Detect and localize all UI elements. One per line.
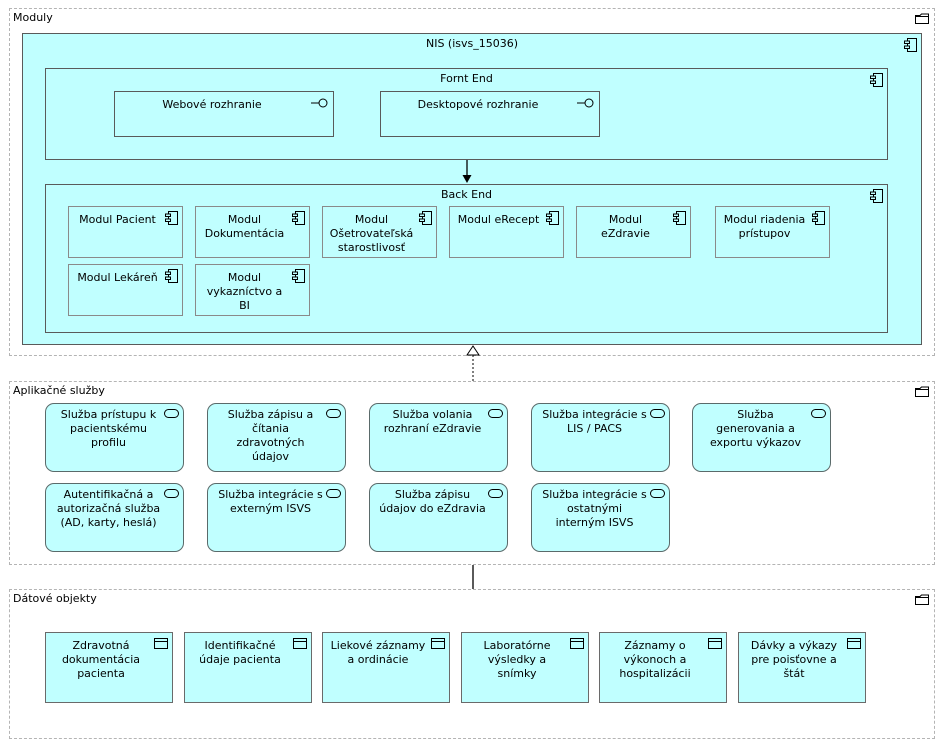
service-label: Služba volania rozhraní eZdravie [383, 408, 482, 435]
module-label: Modul eZdravie [601, 213, 650, 240]
data-object-zdravotna-dokumentacia[interactable]: Zdravotná dokumentácia pacienta [45, 632, 173, 703]
module-lekaren[interactable]: Modul Lekáreň [68, 264, 183, 316]
data-object-icon [293, 638, 307, 649]
module-riadenia-pristupov[interactable]: Modul riadenia prístupov [715, 206, 830, 258]
group-label-moduly: Moduly [13, 11, 53, 24]
flow-arrow [462, 160, 472, 183]
service-icon [164, 409, 179, 418]
module-label: Modul vykazníctvo a BI [206, 271, 283, 312]
service-icon [488, 489, 503, 498]
module-ezdravie[interactable]: Modul eZdravie [576, 206, 691, 258]
data-object-icon [847, 638, 861, 649]
service-integracie-externym-isvs[interactable]: Služba integrácie s externým ISVS [207, 483, 346, 552]
component-icon [292, 211, 305, 225]
interface-icon [577, 97, 595, 109]
service-icon [650, 489, 665, 498]
folder-icon [915, 13, 929, 24]
data-object-label: Záznamy o výkonoch a hospitalizácii [619, 639, 691, 680]
data-object-laboratorne-vysledky[interactable]: Laboratórne výsledky a snímky [461, 632, 589, 703]
data-object-icon [154, 638, 168, 649]
back-end-title: Back End [440, 188, 493, 201]
service-integracie-internym-isvs[interactable]: Služba integrácie s ostatnými interným I… [531, 483, 670, 552]
component-icon [546, 211, 559, 225]
component-icon [419, 211, 432, 225]
service-icon [164, 489, 179, 498]
module-label: Modul eRecept [457, 213, 540, 226]
component-icon [165, 211, 178, 225]
module-dokumentacia[interactable]: Modul Dokumentácia [195, 206, 310, 258]
data-object-zaznamy-o-vykonoch[interactable]: Záznamy o výkonoch a hospitalizácii [599, 632, 727, 703]
service-icon [811, 409, 826, 418]
service-label: Služba prístupu k pacientskému profilu [60, 408, 157, 449]
module-pacient[interactable]: Modul Pacient [68, 206, 183, 258]
data-object-label: Dávky a výkazy pre poisťovne a štát [750, 639, 838, 680]
service-icon [326, 409, 341, 418]
data-object-icon [431, 638, 445, 649]
interface-webove-rozhranie[interactable]: Webové rozhranie [114, 91, 334, 137]
component-icon [870, 189, 883, 203]
component-icon [673, 211, 686, 225]
interface-label: Desktopové rozhranie [417, 98, 539, 111]
module-osetrovatelska-starostlivost[interactable]: Modul Ošetrovateľská starostlivosť [322, 206, 437, 258]
module-erecept[interactable]: Modul eRecept [449, 206, 564, 258]
data-object-icon [570, 638, 584, 649]
service-label: Služba zápisu údajov do eZdravia [379, 488, 486, 515]
module-label: Modul Ošetrovateľská starostlivosť [329, 213, 414, 254]
service-zapisu-citania[interactable]: Služba zápisu a čítania zdravotných údaj… [207, 403, 346, 472]
service-zapisu-do-ezdravia[interactable]: Služba zápisu údajov do eZdravia [369, 483, 508, 552]
module-label: Modul Pacient [79, 213, 156, 226]
module-vykaznictvo-bi[interactable]: Modul vykazníctvo a BI [195, 264, 310, 316]
folder-icon [915, 594, 929, 605]
access-connector [472, 565, 474, 589]
service-icon [326, 489, 341, 498]
service-label: Služba generovania a exportu výkazov [709, 408, 802, 449]
service-label: Autentifikačná a autorizačná služba (AD,… [56, 488, 161, 529]
data-object-davky-a-vykazy[interactable]: Dávky a výkazy pre poisťovne a štát [738, 632, 866, 703]
interface-label: Webové rozhranie [162, 98, 262, 111]
data-object-label: Zdravotná dokumentácia pacienta [61, 639, 141, 680]
data-object-icon [708, 638, 722, 649]
service-autentifikacna[interactable]: Autentifikačná a autorizačná služba (AD,… [45, 483, 184, 552]
service-label: Služba integrácie s ostatnými interným I… [542, 488, 647, 529]
data-object-label: Liekové záznamy a ordinácie [330, 639, 426, 666]
service-label: Služba integrácie s externým ISVS [218, 488, 323, 515]
service-icon [488, 409, 503, 418]
service-volania-ezdravie[interactable]: Služba volania rozhraní eZdravie [369, 403, 508, 472]
group-label-datove-objekty: Dátové objekty [13, 592, 97, 605]
data-object-liekove-zaznamy[interactable]: Liekové záznamy a ordinácie [322, 632, 450, 703]
data-object-label: Laboratórne výsledky a snímky [483, 639, 551, 680]
component-icon [165, 269, 178, 283]
service-label: Služba integrácie s LIS / PACS [542, 408, 647, 435]
service-pristupu-k-profilu[interactable]: Služba prístupu k pacientskému profilu [45, 403, 184, 472]
interface-desktopove-rozhranie[interactable]: Desktopové rozhranie [380, 91, 600, 137]
service-integracie-lis-pacs[interactable]: Služba integrácie s LIS / PACS [531, 403, 670, 472]
realization-arrow [466, 345, 480, 381]
data-object-identifikacne-udaje[interactable]: Identifikačné údaje pacienta [184, 632, 312, 703]
data-object-label: Identifikačné údaje pacienta [199, 639, 281, 666]
service-label: Služba zápisu a čítania zdravotných údaj… [227, 408, 314, 463]
group-label-aplikacne-sluzby: Aplikačné služby [13, 384, 105, 397]
module-label: Modul Dokumentácia [204, 213, 285, 240]
component-icon [292, 269, 305, 283]
folder-icon [915, 386, 929, 397]
component-icon [904, 38, 917, 52]
nis-title: NIS (isvs_15036) [425, 37, 519, 50]
service-icon [650, 409, 665, 418]
front-end-title: Fornt End [440, 72, 493, 85]
interface-icon [311, 97, 329, 109]
component-icon [870, 73, 883, 87]
module-label: Modul riadenia prístupov [723, 213, 806, 240]
module-label: Modul Lekáreň [77, 271, 158, 284]
component-icon [812, 211, 825, 225]
service-generovania-vykazov[interactable]: Služba generovania a exportu výkazov [692, 403, 831, 472]
